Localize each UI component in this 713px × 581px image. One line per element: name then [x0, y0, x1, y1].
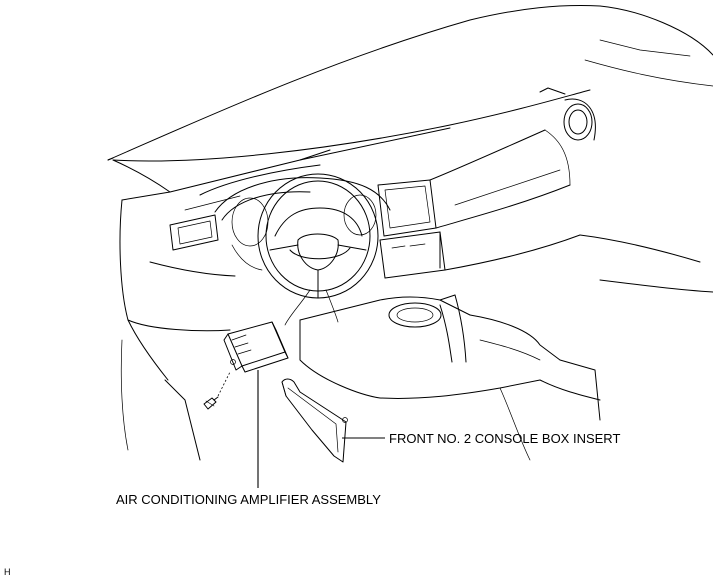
screw: [203, 396, 219, 410]
center-stack: [377, 129, 581, 279]
figure-code: H: [4, 567, 11, 577]
dashboard-left-section: [119, 191, 236, 461]
instrument-cluster: [214, 177, 391, 271]
steering-wheel: [257, 173, 379, 326]
windshield-outline: [107, 5, 713, 161]
center-console: [299, 234, 713, 461]
ac-amplifier-assembly: [223, 321, 289, 373]
console-insert-callout: FRONT NO. 2 CONSOLE BOX INSERT: [389, 431, 621, 446]
amplifier-callout: AIR CONDITIONING AMPLIFIER ASSEMBLY: [116, 492, 381, 507]
dashboard-upper-panel: [112, 87, 596, 211]
screw-install-line: [217, 371, 231, 397]
console-box-insert: [281, 378, 348, 463]
